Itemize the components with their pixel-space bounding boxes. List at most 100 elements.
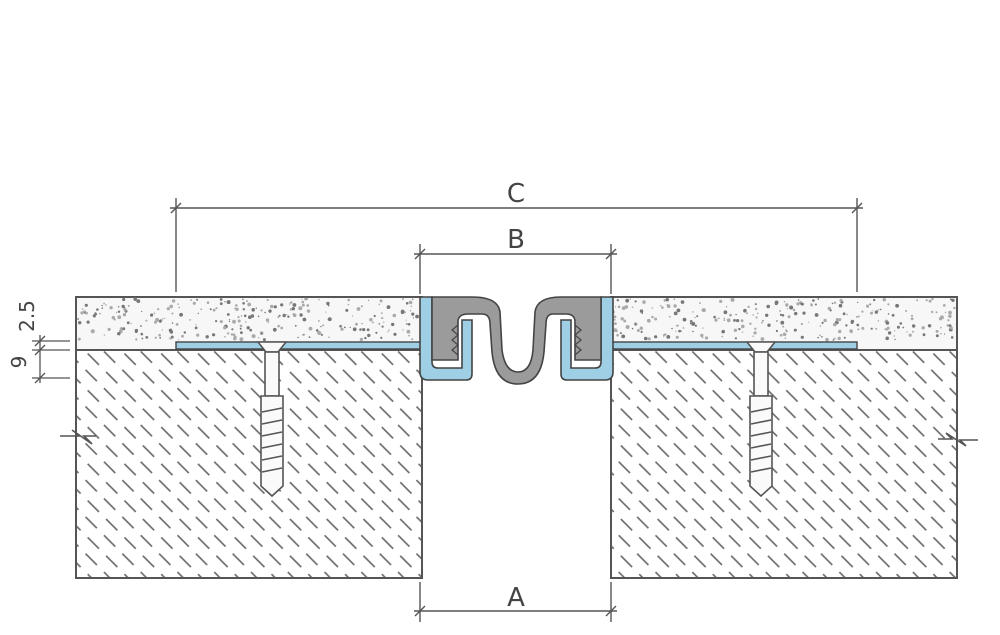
screed-speck bbox=[351, 315, 354, 317]
screed-speck bbox=[675, 335, 679, 339]
screed-speck bbox=[360, 305, 363, 308]
screed-speck bbox=[302, 333, 304, 336]
screed-speck bbox=[675, 324, 678, 327]
screed-speck bbox=[386, 305, 391, 309]
screed-speck bbox=[692, 311, 694, 313]
screed-speck bbox=[733, 319, 736, 322]
screed-speck bbox=[383, 321, 385, 323]
screed-speck bbox=[375, 331, 378, 334]
screed-speck bbox=[196, 333, 200, 337]
screed-speck bbox=[242, 302, 245, 305]
screed-speck bbox=[190, 299, 192, 301]
screed-speck bbox=[639, 309, 644, 313]
base-flange-left bbox=[175, 341, 423, 350]
screed-speck bbox=[126, 321, 130, 325]
screed-speck bbox=[380, 336, 383, 339]
screed-speck bbox=[835, 318, 840, 322]
screed-speck bbox=[721, 329, 725, 334]
screed-speck bbox=[178, 339, 180, 341]
screed-speck bbox=[661, 306, 664, 309]
screed-speck bbox=[925, 299, 928, 302]
screed-speck bbox=[81, 308, 84, 310]
screed-speck bbox=[910, 317, 914, 321]
screed-speck bbox=[181, 334, 184, 338]
screed-speck bbox=[779, 310, 781, 312]
screed-speck bbox=[286, 314, 288, 316]
metal-profile-right bbox=[560, 296, 614, 381]
screed-speck bbox=[78, 321, 82, 325]
screed-speck bbox=[228, 319, 231, 321]
screed-speck bbox=[819, 325, 822, 327]
screed-speck bbox=[646, 318, 651, 323]
screed-speck bbox=[352, 327, 357, 332]
screed-speck bbox=[833, 301, 837, 304]
screed-speck bbox=[266, 298, 269, 302]
screed-speck bbox=[678, 329, 681, 333]
screed-speck bbox=[212, 333, 216, 337]
screed-speck bbox=[84, 303, 88, 307]
screed-speck bbox=[235, 307, 239, 311]
screed-speck bbox=[905, 310, 907, 312]
screed-speck bbox=[908, 333, 912, 337]
screed-speck bbox=[223, 326, 227, 330]
screed-speck bbox=[255, 307, 257, 309]
screed-speck bbox=[832, 339, 835, 341]
screed-speck bbox=[620, 317, 624, 321]
screed-speck bbox=[663, 299, 667, 302]
screed-speck bbox=[380, 312, 383, 314]
screed-speck bbox=[411, 312, 415, 316]
screed-speck bbox=[251, 308, 255, 312]
concrete-slab-left bbox=[75, 349, 423, 579]
screed-speck bbox=[412, 317, 415, 319]
anchor-bolt-left bbox=[256, 341, 288, 498]
screed-speck bbox=[359, 328, 362, 331]
screed-speck bbox=[340, 327, 344, 331]
screed-speck bbox=[817, 298, 820, 300]
screed-speck bbox=[246, 300, 248, 303]
screed-speck bbox=[315, 329, 319, 332]
dimension-label-9: 9 bbox=[7, 356, 31, 369]
screed-speck bbox=[700, 333, 704, 338]
screed-speck bbox=[101, 304, 103, 307]
screed-speck bbox=[234, 307, 236, 310]
screed-speck bbox=[368, 299, 370, 301]
dimension-a bbox=[414, 582, 617, 622]
screed-speck bbox=[272, 327, 277, 332]
screed-speck bbox=[654, 317, 658, 321]
screed-speck bbox=[145, 319, 148, 322]
screed-speck bbox=[280, 326, 284, 330]
screed-speck bbox=[301, 303, 305, 307]
screed-speck bbox=[257, 337, 260, 339]
screed-speck bbox=[117, 332, 121, 336]
screed-speck bbox=[240, 315, 243, 317]
screed-speck bbox=[833, 322, 837, 327]
screed-speck bbox=[219, 320, 222, 323]
screed-speck bbox=[268, 309, 272, 313]
screed-speck bbox=[691, 321, 696, 326]
screed-speck bbox=[343, 326, 346, 329]
screed-speck bbox=[109, 306, 113, 310]
screed-speck bbox=[94, 312, 97, 315]
screed-speck bbox=[123, 308, 127, 312]
screed-speck bbox=[122, 297, 126, 302]
screed-speck bbox=[837, 336, 841, 341]
screed-speck bbox=[895, 303, 899, 308]
screed-speck bbox=[616, 333, 619, 337]
screed-speck bbox=[219, 302, 223, 306]
screed-speck bbox=[244, 321, 247, 323]
screed-speck bbox=[930, 310, 934, 314]
screed-speck bbox=[902, 326, 905, 329]
screed-speck bbox=[378, 323, 381, 325]
screed-speck bbox=[291, 307, 295, 311]
screed-speck bbox=[653, 335, 656, 338]
screed-speck bbox=[664, 333, 667, 336]
screed-speck bbox=[246, 326, 250, 330]
screed-speck bbox=[364, 336, 367, 340]
screed-speck bbox=[940, 332, 942, 335]
screed-speck bbox=[872, 310, 874, 312]
screed-speck bbox=[704, 336, 709, 340]
screed-speck bbox=[782, 325, 785, 328]
screed-speck bbox=[735, 313, 737, 316]
screed-speck bbox=[884, 328, 886, 330]
screed-speck bbox=[411, 338, 414, 341]
